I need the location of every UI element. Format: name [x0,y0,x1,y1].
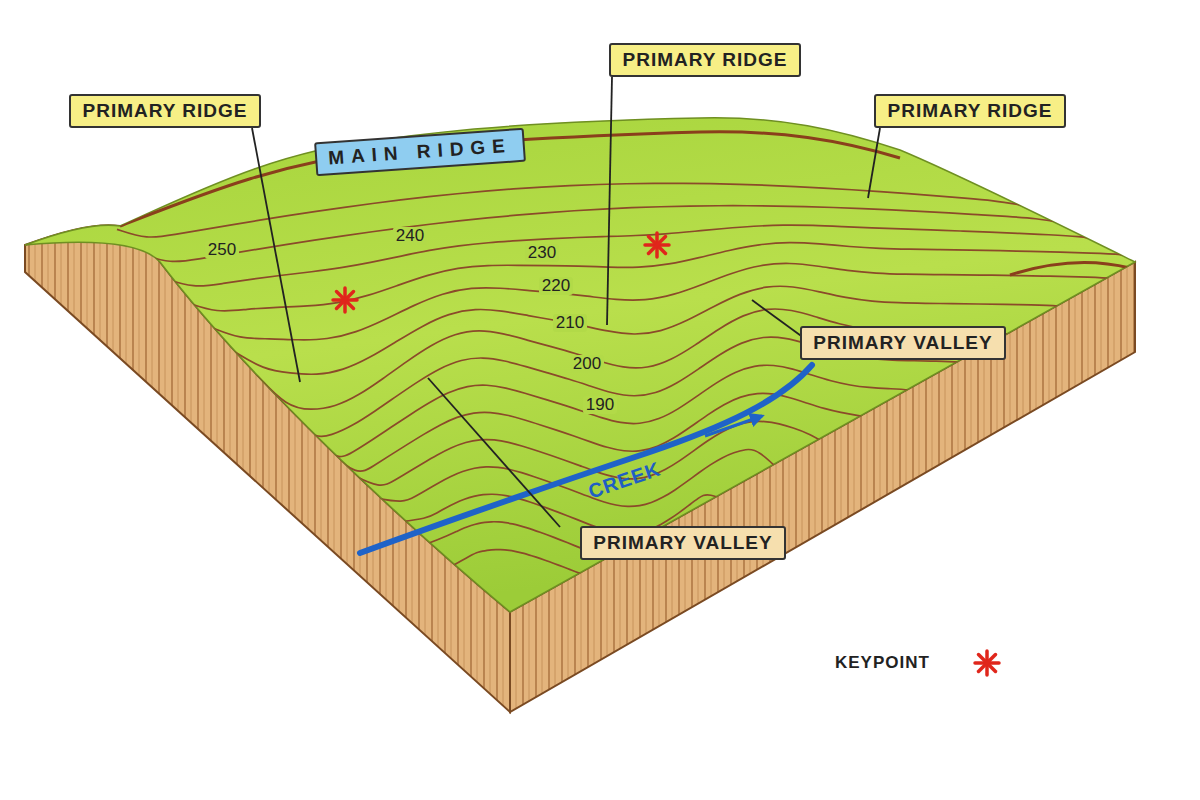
label-text: PRIMARY VALLEY [813,332,992,354]
ridge-label: PRIMARY RIDGE [874,94,1065,128]
leader-line [252,128,300,382]
ridge-crest-line [1010,262,1130,275]
contour-line [140,206,1065,262]
label-text: PRIMARY RIDGE [82,100,247,122]
keypoint-marker [645,233,669,257]
label-text: PRIMARY VALLEY [593,532,772,554]
leader-line [428,378,560,527]
keypoint-marker [333,288,357,312]
contour-elevation: 220 [539,277,573,295]
label-text: PRIMARY RIDGE [622,49,787,71]
ridge-crest-line [120,132,900,226]
leader-line [607,77,612,325]
legend-swatch [975,651,999,675]
main-ridge-label: MAIN RIDGE [314,128,526,177]
contour-line [164,225,1108,286]
ridge-label: PRIMARY RIDGE [609,43,800,77]
contour-elevation: 210 [553,314,587,332]
ridge-label: PRIMARY RIDGE [69,94,260,128]
contour-elevation: 250 [205,241,239,259]
label-text: MAIN RIDGE [327,135,512,170]
terrain-surface [25,118,1135,612]
label-text: PRIMARY RIDGE [887,100,1052,122]
creek-line [360,365,812,553]
contour-line [234,286,1088,374]
contour-line [304,365,938,456]
contour-lines [117,183,1151,581]
legend-text: KEYPOINT [835,653,930,673]
leader-line [868,128,880,198]
contour-elevation: 240 [393,227,427,245]
contour-elevation: 190 [583,396,617,414]
leader-line [752,300,804,338]
flow-arrow [705,416,762,436]
valley-label: PRIMARY VALLEY [580,526,785,560]
contour-line [350,421,837,485]
contour-elevation: 230 [525,244,559,262]
contour-elevation: 200 [570,355,604,373]
contour-line [187,243,1151,311]
creek-label: CREEK [586,457,664,503]
valley-label: PRIMARY VALLEY [800,326,1005,360]
